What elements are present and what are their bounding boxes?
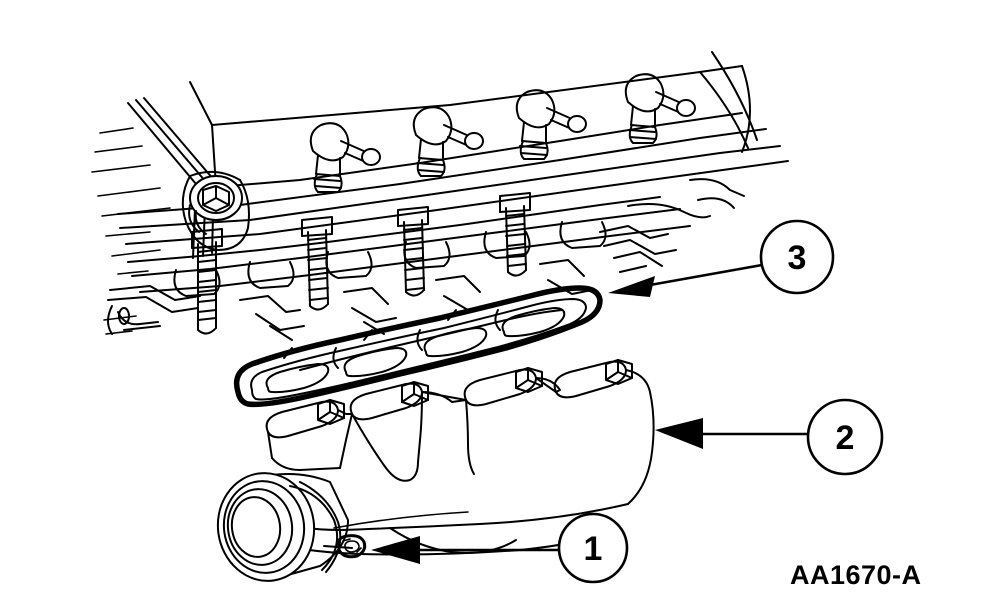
intake-manifold-seal — [336, 534, 367, 559]
cylinder-head-assembly — [91, 51, 789, 341]
figure-id-label: AA1670-A — [790, 560, 922, 590]
throttle-body-inlet — [216, 472, 349, 582]
leader-line-1 — [333, 511, 559, 564]
callout-3-number: 3 — [788, 239, 807, 277]
fuel-injector — [309, 122, 381, 193]
callout-3[interactable]: 3 — [759, 219, 835, 295]
cylinder-head-bolt — [499, 192, 531, 277]
leader-line-2 — [655, 418, 808, 449]
callout-1-number: 1 — [584, 530, 603, 568]
cylinder-head-bolt — [301, 216, 333, 311]
callout-2[interactable]: 2 — [806, 398, 884, 476]
arrowhead-3 — [608, 276, 655, 297]
arrowhead-1 — [371, 536, 420, 564]
callout-1[interactable]: 1 — [557, 512, 629, 584]
intake-manifold-gasket — [233, 285, 603, 408]
arrowhead-2 — [655, 418, 703, 449]
fuel-injector — [412, 106, 484, 177]
cylinder-head-bolt — [397, 206, 429, 297]
leader-line-3 — [608, 263, 763, 297]
fuel-injector — [515, 89, 587, 160]
fuel-injector — [624, 73, 696, 144]
callout-2-number: 2 — [836, 419, 855, 457]
cylinder-head-bolt — [191, 228, 223, 335]
intake-manifold — [216, 359, 655, 582]
